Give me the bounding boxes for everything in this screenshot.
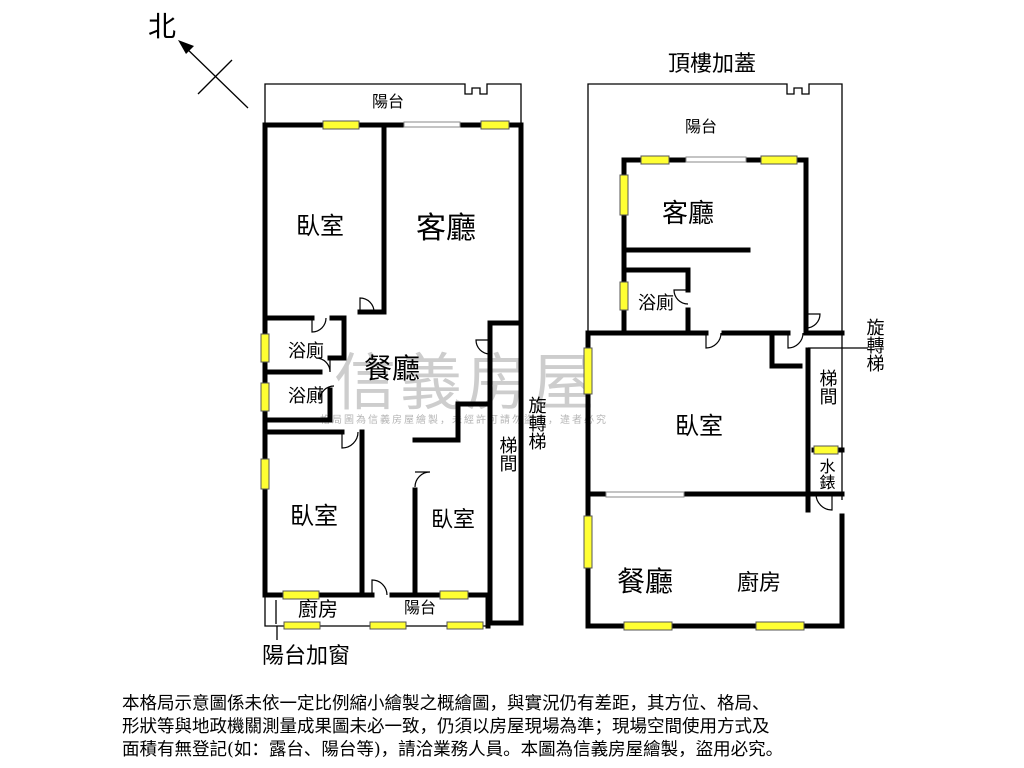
label-spiral-left: 旋轉梯 [526, 396, 547, 450]
disclaimer-text: 本格局示意圖係未依一定比例縮小繪製之概繪圖，與實況仍有差距，其方位、格局、 形狀… [122, 693, 912, 762]
watermark-brand: 信義房屋 [334, 346, 599, 419]
label-living-right: 客廳 [662, 199, 714, 229]
label-water-meter: 水錶 [817, 458, 836, 490]
label-bedroom-s: 臥室 [431, 508, 475, 533]
label-bedroom-right: 臥室 [675, 412, 723, 440]
label-bedroom-sw: 臥室 [290, 502, 338, 530]
label-dining-right: 餐廳 [617, 565, 673, 598]
north-arrow-icon [178, 40, 194, 54]
rooftop-title: 頂樓加蓋 [668, 52, 756, 77]
label-stairwell-right: 梯間 [817, 369, 838, 406]
watermark-notice: 格局圖為信義房屋繪製，未經許可請勿盜用，違者必究 [320, 415, 608, 426]
label-living: 客廳 [416, 211, 476, 246]
label-balcony-bottom: 陽台 [404, 598, 436, 617]
label-spiral-right: 旋轉梯 [864, 318, 885, 372]
label-kitchen-right: 廚房 [737, 571, 781, 596]
label-bath-2: 浴廁 [288, 385, 324, 407]
left-plan: 陽台 臥室 客廳 浴廁 餐廳 浴廁 旋轉梯 梯間 臥室 臥室 廚房 陽台 陽台加… [260, 83, 547, 669]
label-bedroom-nw: 臥室 [296, 212, 344, 240]
label-balcony-top: 陽台 [372, 92, 404, 111]
floor-plan: 北 [148, 10, 885, 669]
label-balcony-right: 陽台 [685, 117, 717, 136]
label-stairwell-left: 梯間 [497, 436, 518, 473]
label-bath-1: 浴廁 [288, 340, 324, 362]
label-bath-right: 浴廁 [638, 292, 674, 314]
disclaimer-line: 形狀等與地政機關測量成果圖未必一致，仍須以房屋現場為準；現場空間使用方式及 [122, 717, 770, 737]
north-arrow: 北 [148, 10, 249, 109]
label-kitchen-left: 廚房 [298, 597, 338, 621]
disclaimer-line: 面積有無登記(如：露台、陽台等)，請洽業務人員。本圖為信義房屋繪製，盜用必究。 [122, 740, 784, 760]
north-label: 北 [148, 10, 176, 43]
right-plan: 頂樓加蓋 [583, 52, 885, 631]
disclaimer-line: 本格局示意圖係未依一定比例縮小繪製之概繪圖，與實況仍有差距，其方位、格局、 [122, 694, 770, 714]
label-balcony-window: 陽台加窗 [262, 644, 350, 669]
label-dining: 餐廳 [364, 352, 420, 385]
